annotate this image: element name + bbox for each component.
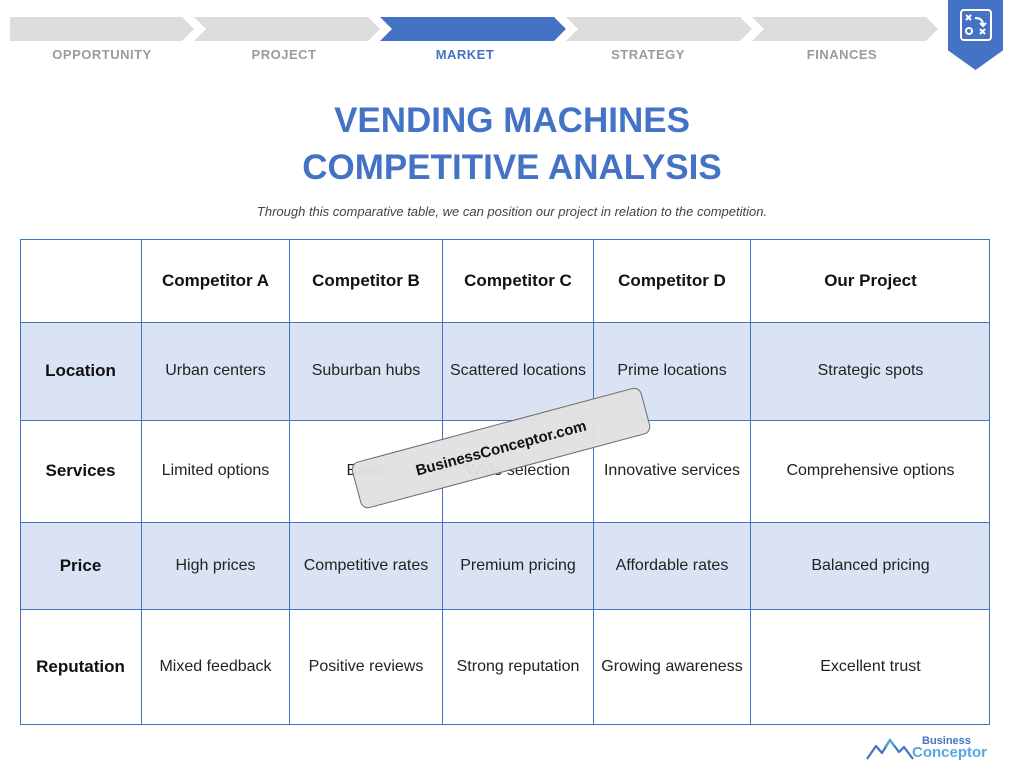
table-cell: Comprehensive options	[786, 462, 955, 479]
table-cell: Prime locations	[594, 322, 751, 420]
table-header-cell: Competitor D	[594, 239, 751, 322]
table-cell: Excellent trust	[820, 658, 921, 675]
step-opportunity[interactable]: OPPORTUNITY	[52, 47, 152, 62]
step-arrow-finances[interactable]	[752, 17, 938, 41]
step-navigation: OPPORTUNITY PROJECT MARKET STRATEGY FINA…	[0, 0, 1024, 72]
page-subtitle: Through this comparative table, we can p…	[256, 204, 768, 219]
table-cell: Urban centers	[142, 322, 290, 420]
table-cell: Premium pricing	[443, 522, 594, 609]
page-title-line2: COMPETITIVE ANALYSIS	[302, 148, 722, 187]
table-cell: Affordable rates	[594, 522, 751, 609]
table-header-cell: Our Project	[824, 270, 917, 290]
table-cell: Growing awareness	[594, 609, 751, 725]
table-cell: Strategic spots	[817, 362, 924, 379]
strategy-play-icon	[960, 9, 992, 41]
table-row: Price High prices Competitive rates Prem…	[20, 522, 990, 609]
table-cell: Limited options	[142, 420, 290, 522]
business-conceptor-logo: Business Conceptor	[866, 733, 990, 761]
step-arrow-opportunity[interactable]	[10, 17, 194, 41]
table-divider	[20, 322, 990, 323]
table-cell: Mixed feedback	[142, 609, 290, 725]
table-divider	[20, 609, 990, 610]
step-strategy[interactable]: STRATEGY	[611, 47, 685, 62]
logo-text-bottom: Conceptor	[912, 744, 987, 761]
table-divider	[20, 420, 990, 421]
step-project[interactable]: PROJECT	[251, 47, 317, 62]
row-label: Price	[20, 522, 142, 609]
table-cell: High prices	[142, 522, 290, 609]
step-arrow-strategy[interactable]	[566, 17, 752, 41]
row-label: Reputation	[20, 609, 142, 725]
comparison-table: Competitor A Competitor B Competitor C C…	[20, 239, 990, 725]
step-arrow-market[interactable]	[380, 17, 566, 41]
table-cell: Competitive rates	[290, 522, 443, 609]
step-arrow-project[interactable]	[194, 17, 380, 41]
table-divider	[20, 522, 990, 523]
table-cell: Scattered locations	[443, 322, 594, 420]
table-cell: Positive reviews	[290, 609, 443, 725]
table-cell: Strong reputation	[443, 609, 594, 725]
table-row: Reputation Mixed feedback Positive revie…	[20, 609, 990, 725]
table-header-row: Competitor A Competitor B Competitor C C…	[20, 239, 990, 322]
table-cell: Innovative services	[594, 420, 751, 522]
row-label: Services	[20, 420, 142, 522]
table-cell: Suburban hubs	[290, 322, 443, 420]
row-label: Location	[20, 322, 142, 420]
logo-text-top: Business	[922, 735, 971, 747]
table-header-cell: Competitor C	[443, 239, 594, 322]
table-cell: Balanced pricing	[811, 556, 930, 574]
table-header-cell: Competitor B	[290, 239, 443, 322]
page-title-line1: VENDING MACHINES	[334, 101, 690, 140]
table-header-cell: Competitor A	[142, 239, 290, 322]
step-market[interactable]: MARKET	[435, 47, 495, 62]
step-finances[interactable]: FINANCES	[806, 47, 878, 62]
mountain-logo-icon	[866, 738, 914, 760]
table-header-cell	[20, 239, 142, 322]
table-row: Location Urban centers Suburban hubs Sca…	[20, 322, 990, 420]
